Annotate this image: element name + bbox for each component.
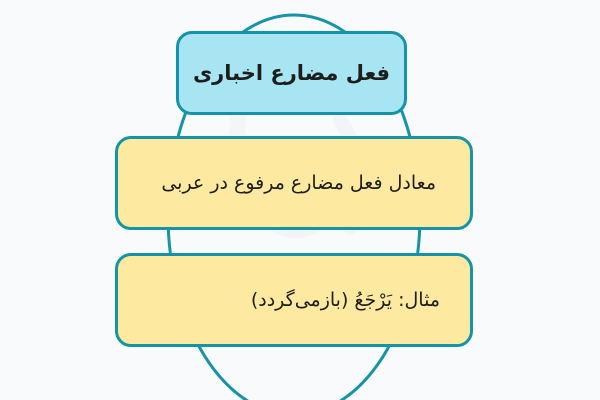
- definition-node: معادل فعل مضارع مرفوع در عربی: [115, 136, 473, 230]
- example-text: مثال: یَرْجَعُ (بازمی‌گردد): [250, 289, 440, 311]
- definition-text: معادل فعل مضارع مرفوع در عربی: [161, 172, 436, 194]
- title-node: فعل مضارع اخباری: [176, 31, 407, 115]
- example-node: مثال: یَرْجَعُ (بازمی‌گردد): [115, 253, 473, 347]
- title-text: فعل مضارع اخباری: [192, 61, 391, 85]
